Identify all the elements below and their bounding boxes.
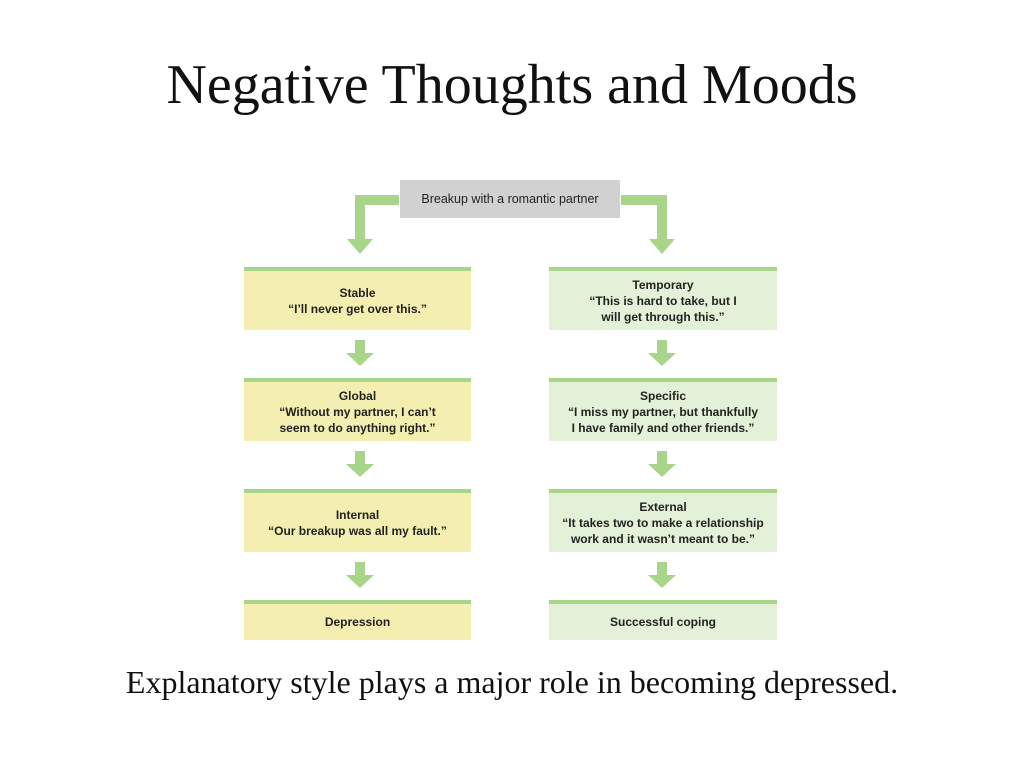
stable-quote: “I’ll never get over this.” (288, 301, 427, 316)
depression-label: Depression (324, 615, 391, 629)
global-heading: Global (338, 388, 377, 403)
down-arrow-right-1 (648, 340, 676, 366)
global-box: Global “Without my partner, I can’t seem… (244, 378, 471, 441)
down-arrow-left-1 (346, 340, 374, 366)
temporary-quote: “This is hard to take, but I will get th… (589, 293, 737, 324)
successful-coping-box: Successful coping (549, 600, 777, 640)
down-arrow-left-3 (346, 562, 374, 588)
specific-heading: Specific (639, 388, 687, 403)
external-quote: “It takes two to make a relationship wor… (562, 515, 764, 546)
slide-caption: Explanatory style plays a major role in … (125, 664, 899, 700)
down-arrow-left-2 (346, 451, 374, 477)
specific-box: Specific “I miss my partner, but thankfu… (549, 378, 777, 441)
depression-box: Depression (244, 600, 471, 640)
temporary-box: Temporary “This is hard to take, but I w… (549, 267, 777, 330)
down-arrow-right-3 (648, 562, 676, 588)
internal-quote: “Our breakup was all my fault.” (268, 523, 447, 538)
successful-coping-label: Successful coping (609, 615, 717, 629)
external-box: External “It takes two to make a relatio… (549, 489, 777, 552)
event-label: Breakup with a romantic partner (421, 192, 599, 206)
slide-title: Negative Thoughts and Moods (166, 54, 858, 116)
right-elbow-arrow (621, 195, 675, 254)
down-arrow-right-2 (648, 451, 676, 477)
internal-heading: Internal (335, 507, 380, 522)
global-quote: “Without my partner, I can’t seem to do … (279, 404, 436, 435)
external-heading: External (639, 499, 687, 514)
internal-box: Internal “Our breakup was all my fault.” (244, 489, 471, 552)
stable-heading: Stable (339, 285, 376, 300)
specific-quote: “I miss my partner, but thankfully I hav… (567, 404, 759, 435)
event-box: Breakup with a romantic partner (400, 180, 620, 218)
stable-box: Stable “I’ll never get over this.” (244, 267, 471, 330)
temporary-heading: Temporary (632, 277, 694, 292)
left-elbow-arrow (347, 195, 399, 254)
